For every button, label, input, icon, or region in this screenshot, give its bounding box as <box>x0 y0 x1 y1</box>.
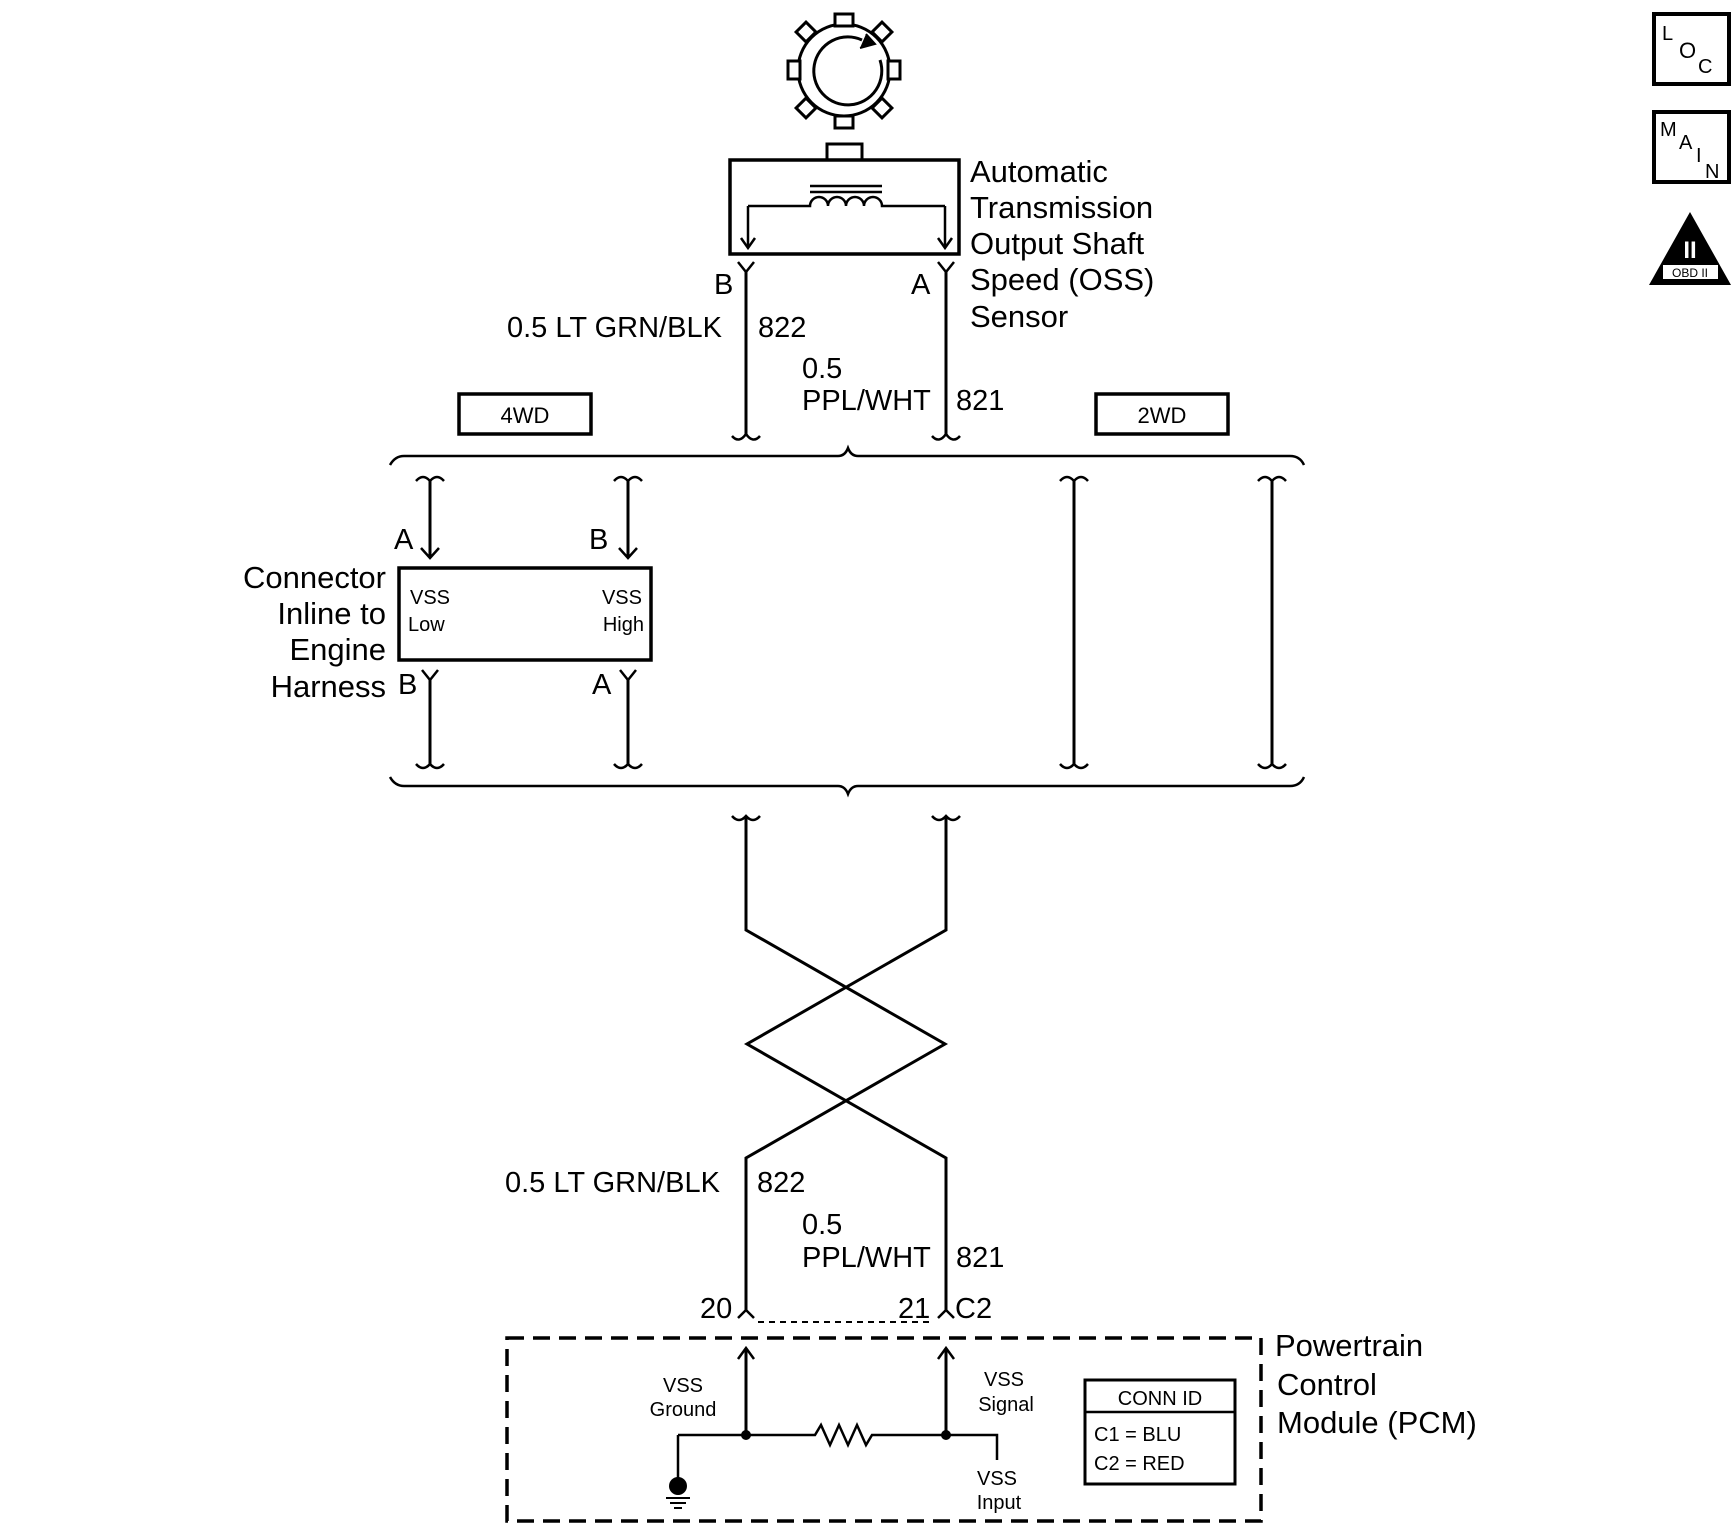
pcm-name-line-1: Powertrain <box>1275 1328 1423 1363</box>
wire-822-circuit-top: 822 <box>758 312 806 344</box>
obd-numeral: II <box>1683 237 1696 264</box>
inline-vss-high-1: VSS <box>602 587 642 609</box>
main-letter-m: M <box>1660 119 1677 141</box>
pcm-vss-ground-2: Ground <box>650 1399 717 1421</box>
ground-icon <box>666 1477 690 1509</box>
pcm-name-line-3: Module (PCM) <box>1277 1405 1477 1440</box>
variant-4wd-label: 4WD <box>501 403 550 428</box>
inline-name-line-2: Inline to <box>277 596 386 631</box>
pcm-vss-input-2: Input <box>977 1492 1022 1514</box>
wire-821-gauge-bottom: 0.5 <box>802 1209 842 1241</box>
variant-brace-bottom <box>388 776 1306 798</box>
inline-name-line-3: Engine <box>289 632 386 667</box>
inline-name-line-4: Harness <box>271 669 386 704</box>
inline-bottom-pin-a: A <box>592 669 612 701</box>
inline-name-line-1: Connector <box>243 560 386 595</box>
sensor-name-line-5: Sensor <box>970 299 1068 334</box>
inline-vss-high-2: High <box>603 614 644 636</box>
wire-821-circuit-bottom: 821 <box>956 1242 1004 1274</box>
pcm-pin-21: 21 <box>898 1293 930 1325</box>
wire-822-label-bottom: 0.5 LT GRN/BLK <box>505 1167 721 1199</box>
oss-sensor <box>728 142 961 256</box>
wire-821-gauge-top: 0.5 <box>802 353 842 385</box>
wire-822-label-top: 0.5 LT GRN/BLK <box>507 312 723 344</box>
sensor-name-line-2: Transmission <box>970 190 1153 225</box>
pcm-vss-ground-1: VSS <box>663 1375 703 1397</box>
pcm-connector-c2: C2 <box>955 1293 992 1325</box>
wire-821-color-top: PPL/WHT <box>802 385 931 417</box>
inline-vss-low-2: Low <box>408 614 445 636</box>
obd-ii-icon[interactable]: II OBD II <box>1649 212 1731 285</box>
main-letter-n: N <box>1705 161 1719 183</box>
pcm-vss-input-1: VSS <box>977 1468 1017 1490</box>
main-button[interactable]: M A I N <box>1652 110 1731 184</box>
inline-top-pin-a: A <box>394 524 414 556</box>
wire-821-color-bottom: PPL/WHT <box>802 1242 931 1274</box>
wire-821-circuit-top: 821 <box>956 385 1004 417</box>
conn-id-row-1: C1 = BLU <box>1094 1424 1181 1446</box>
twisted-pair-821 <box>743 816 948 1310</box>
loc-letter-l: L <box>1662 23 1673 45</box>
loc-button[interactable]: L O C <box>1652 12 1731 86</box>
conn-id-row-2: C2 = RED <box>1094 1453 1185 1475</box>
main-letter-a: A <box>1679 132 1693 154</box>
wire-822-circuit-bottom: 822 <box>757 1167 805 1199</box>
obd-text: OBD II <box>1672 266 1708 280</box>
pcm-vss-signal-2: Signal <box>978 1394 1034 1416</box>
sensor-name-line-1: Automatic <box>970 154 1108 189</box>
pcm-pin-20: 20 <box>700 1293 732 1325</box>
inline-vss-low-1: VSS <box>410 587 450 609</box>
variant-brace-top <box>388 444 1306 466</box>
sensor-name-line-3: Output Shaft <box>970 226 1144 261</box>
variant-2wd-label: 2WD <box>1138 403 1187 428</box>
pcm-module-box <box>505 1336 1263 1523</box>
gear-icon <box>786 12 902 130</box>
conn-id-title: CONN ID <box>1118 1388 1202 1410</box>
sensor-name-line-4: Speed (OSS) <box>970 262 1154 297</box>
inline-bottom-pin-b: B <box>398 669 417 701</box>
main-letter-i: I <box>1696 145 1702 167</box>
inline-top-pin-b: B <box>589 524 608 556</box>
pcm-name-line-2: Control <box>1277 1367 1377 1402</box>
sensor-pin-b: B <box>714 269 733 301</box>
sensor-pin-a: A <box>911 269 931 301</box>
variant-4wd-box <box>457 392 593 436</box>
conn-id-table <box>1083 1378 1237 1486</box>
loc-letter-c: C <box>1698 56 1712 78</box>
inline-connector-box <box>397 566 653 662</box>
variant-2wd-box <box>1094 392 1230 436</box>
pcm-resistor <box>678 1421 999 1460</box>
loc-letter-o: O <box>1679 38 1696 63</box>
pcm-vss-signal-1: VSS <box>984 1369 1024 1391</box>
twisted-pair-822 <box>744 816 949 1310</box>
